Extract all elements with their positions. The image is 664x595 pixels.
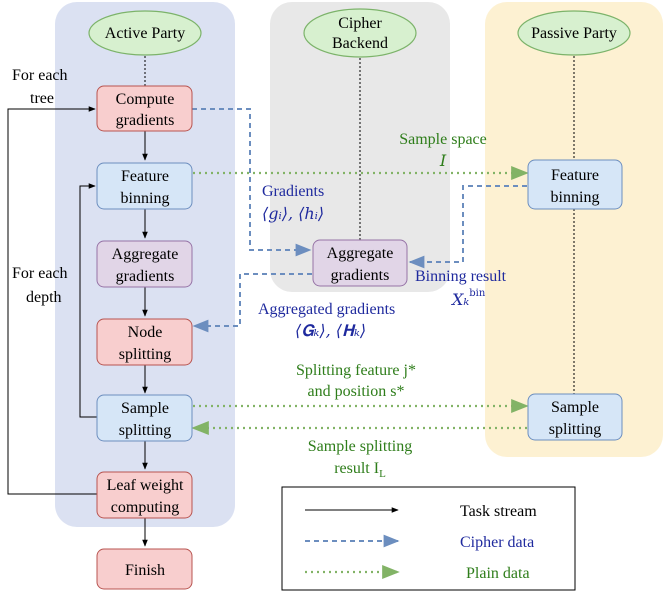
svg-text:gradients: gradients: [331, 267, 390, 284]
cipher-data-arrows: [192, 108, 527, 333]
for-each-depth-line1: For each: [12, 265, 68, 282]
svg-text:binning: binning: [551, 189, 600, 206]
aggregate-gradients-active-node: Aggregate gradients: [96, 240, 193, 288]
gradients-symbol: ⟨gᵢ⟩, ⟨hᵢ⟩: [262, 204, 324, 223]
svg-text:gradients: gradients: [116, 268, 175, 285]
svg-text:Sample: Sample: [551, 399, 599, 416]
feature-binning-active-node: Feature binning: [96, 162, 193, 210]
legend-task-stream-label: Task stream: [460, 503, 537, 520]
feature-binning-passive-node: Feature binning: [527, 159, 623, 210]
cipher-backend-label-line2: Backend: [332, 35, 388, 52]
svg-text:Aggregate: Aggregate: [112, 246, 179, 263]
svg-text:Feature: Feature: [121, 168, 169, 185]
svg-text:Compute: Compute: [116, 91, 175, 108]
svg-text:Node: Node: [128, 324, 163, 341]
active-party-label: Active Party: [105, 25, 185, 42]
and-position-label: and position s*: [308, 383, 405, 400]
svg-text:gradients: gradients: [116, 112, 175, 129]
for-each-tree-line1: For each: [12, 67, 68, 84]
sample-splitting-passive-node: Sample splitting: [527, 393, 623, 441]
cipher-backend-label-line1: Cipher: [338, 15, 382, 32]
binning-result-label: Binning result: [415, 268, 507, 285]
svg-text:computing: computing: [111, 499, 179, 516]
aggregate-gradients-cipher-node: Aggregate gradients: [312, 239, 408, 287]
plain-data-arrows: [191, 165, 529, 436]
compute-gradients-node: Compute gradients: [96, 85, 193, 132]
svg-text:splitting: splitting: [119, 346, 171, 363]
passive-party-header: Passive Party: [517, 10, 631, 56]
sample-splitting-active-node: Sample splitting: [96, 394, 193, 442]
svg-text:Aggregate: Aggregate: [327, 245, 394, 262]
svg-text:binning: binning: [121, 190, 170, 207]
leaf-weight-computing-node: Leaf weight computing: [96, 471, 193, 519]
svg-text:splitting: splitting: [549, 421, 601, 438]
svg-text:Sample: Sample: [121, 400, 169, 417]
legend-cipher-data-label: Cipher data: [460, 534, 534, 551]
active-party-header: Active Party: [88, 10, 202, 56]
legend-plain-data-label: Plain data: [466, 565, 530, 582]
aggregated-gradients-label: Aggregated gradients: [258, 301, 395, 318]
cipher-backend-header: Cipher Backend: [303, 8, 417, 58]
passive-party-label: Passive Party: [531, 25, 617, 42]
sample-splitting-result-label: Sample splitting: [308, 438, 412, 455]
result-il-label: result IL: [334, 460, 386, 480]
legend: Task stream Cipher data Plain data: [281, 486, 576, 591]
sample-space-symbol: I: [439, 151, 447, 170]
for-each-depth-line2: depth: [26, 289, 62, 306]
sample-space-label: Sample space: [399, 131, 487, 148]
for-each-tree-line2: tree: [30, 90, 54, 107]
svg-text:Leaf weight: Leaf weight: [107, 477, 184, 494]
gradients-label: Gradients: [262, 183, 324, 200]
svg-text:Feature: Feature: [551, 167, 599, 184]
svg-text:Finish: Finish: [125, 562, 165, 579]
aggregated-gradients-symbol: ⟨𝐆ₖ⟩, ⟨𝐇ₖ⟩: [295, 321, 366, 340]
splitting-feature-label: Splitting feature j*: [296, 362, 416, 379]
finish-node: Finish: [96, 548, 193, 590]
binning-result-symbol: Xₖbin: [450, 288, 486, 309]
svg-text:splitting: splitting: [119, 422, 171, 439]
node-splitting-node: Node splitting: [96, 318, 193, 366]
task-stream-arrows: [7, 106, 148, 547]
